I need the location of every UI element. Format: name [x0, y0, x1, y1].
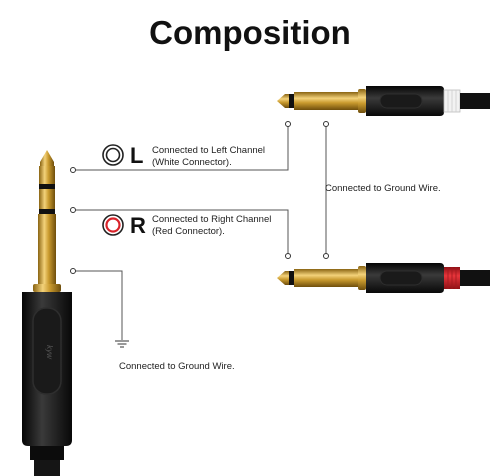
ts-plug-white: [277, 86, 490, 116]
white-ring-icon: [102, 144, 124, 166]
ts-plug-red: [277, 263, 490, 293]
left-channel-letter: L: [130, 143, 144, 168]
left-channel-line1: Connected to Left Channel: [152, 145, 266, 156]
connector-lines: [73, 124, 327, 340]
right-channel-label: Connected to Right Channel (Red Connecto…: [152, 214, 271, 238]
ground-wire-label-right: Connected to Ground Wire.: [325, 183, 441, 194]
connector-dots: [70, 121, 329, 274]
right-channel-letter: R: [130, 213, 146, 238]
ground-symbol-icon: [115, 340, 129, 348]
left-channel-label: Connected to Left Channel (White Connect…: [152, 145, 265, 169]
page-title: Composition: [149, 14, 351, 51]
right-channel-line1: Connected to Right Channel: [152, 214, 272, 225]
right-channel-line2: (Red Connector).: [152, 226, 225, 237]
red-ring-icon: [102, 214, 124, 236]
svg-text:kyw: kyw: [45, 345, 54, 360]
left-channel-line2: (White Connector).: [152, 157, 232, 168]
trs-plug: kyw: [22, 150, 72, 476]
ground-wire-label-left: Connected to Ground Wire.: [119, 361, 235, 372]
